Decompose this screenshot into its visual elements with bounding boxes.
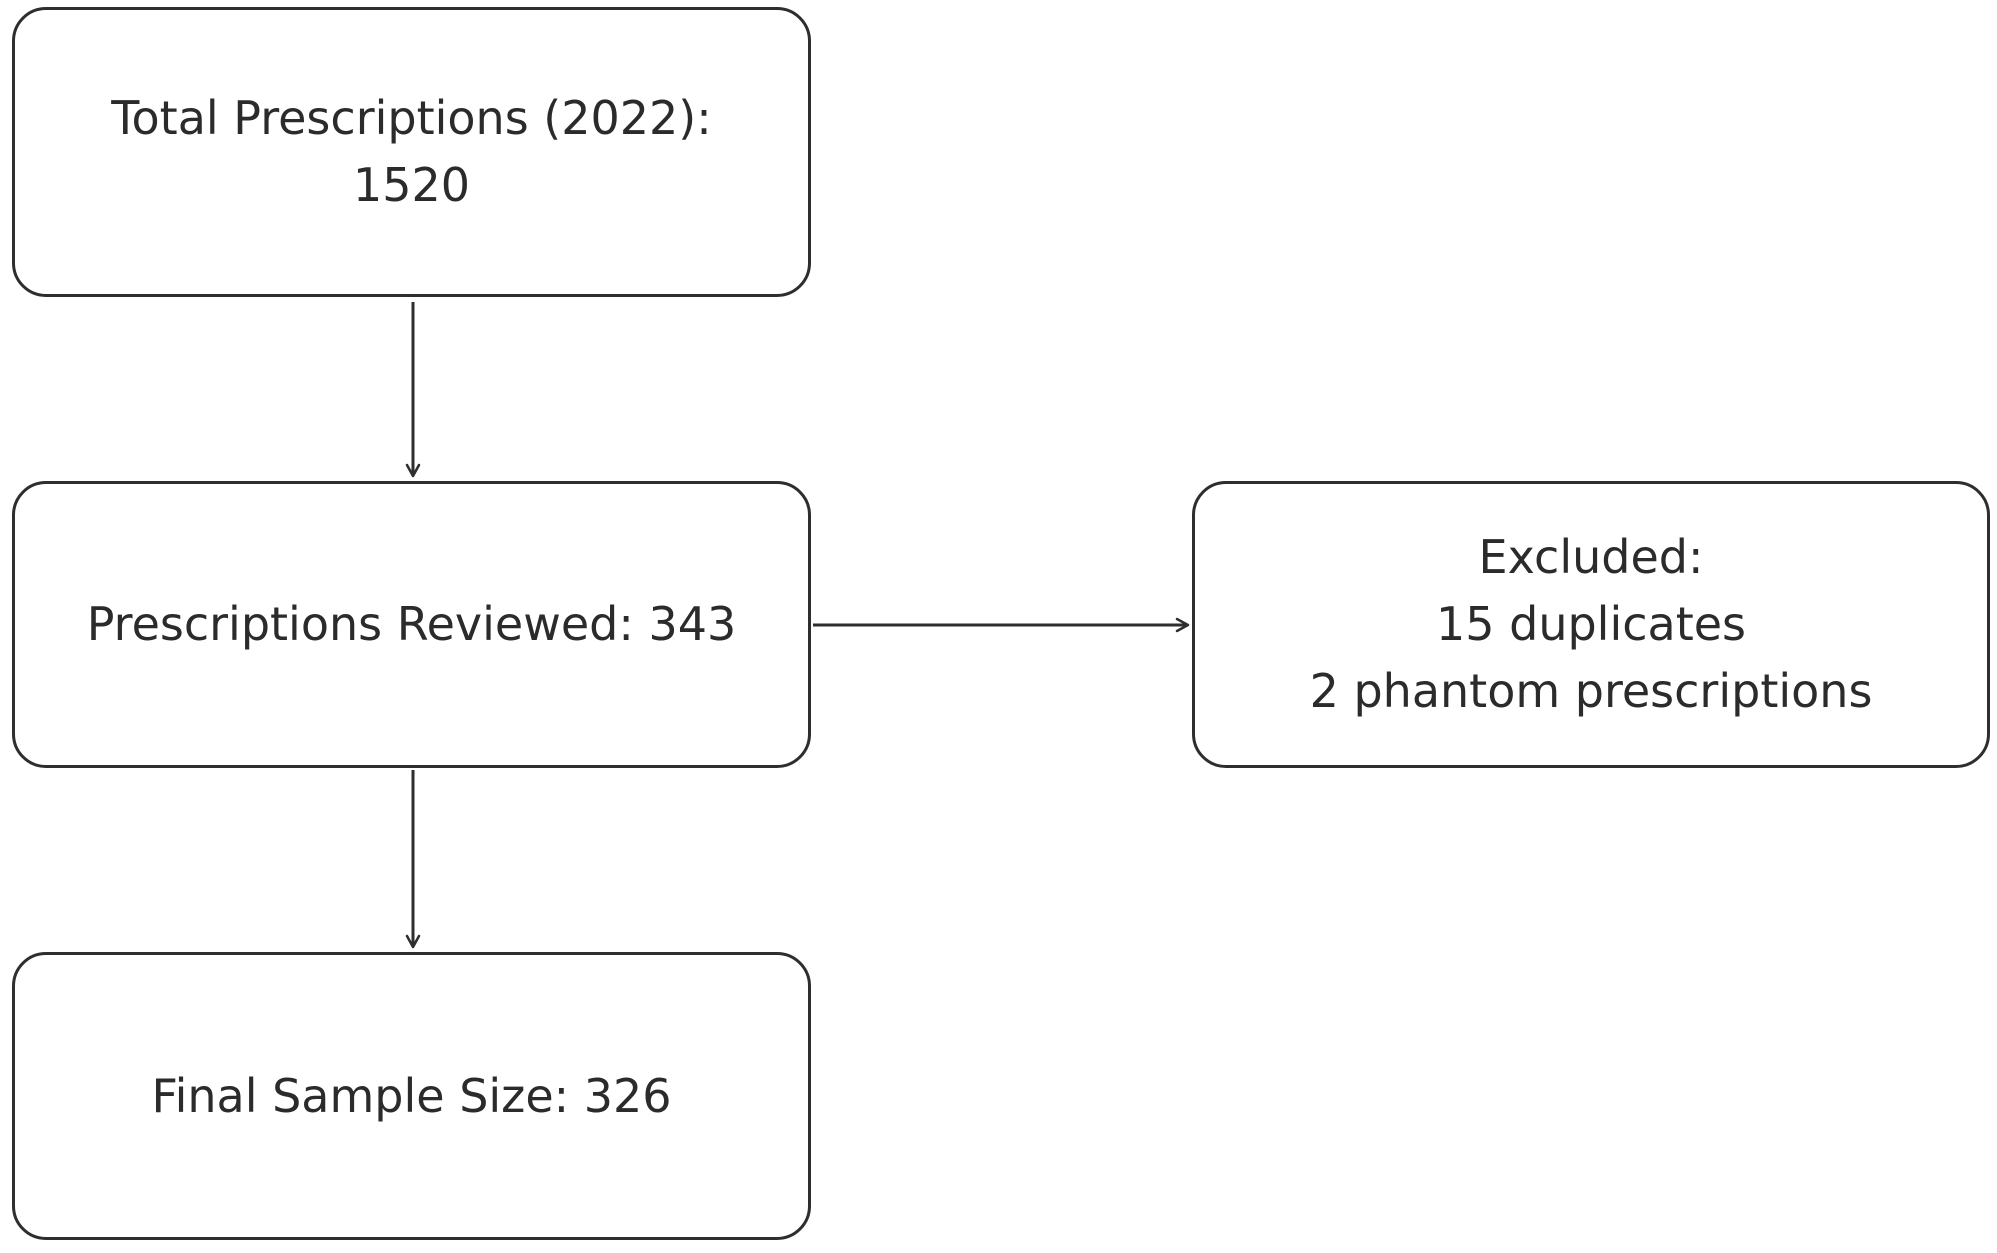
- node-excluded: Excluded: 15 duplicates 2 phantom prescr…: [1192, 481, 1990, 768]
- node-excluded-duplicates: 15 duplicates: [1435, 597, 1747, 651]
- node-reviewed-label: Prescriptions Reviewed: 343: [86, 597, 737, 651]
- node-excluded-title: Excluded:: [1478, 530, 1704, 584]
- node-final-sample-size: Final Sample Size: 326: [12, 952, 811, 1240]
- node-prescriptions-reviewed: Prescriptions Reviewed: 343: [12, 481, 811, 768]
- node-final-label: Final Sample Size: 326: [151, 1068, 672, 1123]
- node-total-title: Total Prescriptions (2022):: [111, 91, 712, 145]
- node-total-prescriptions: Total Prescriptions (2022): 1520: [12, 7, 811, 297]
- node-excluded-phantom: 2 phantom prescriptions: [1309, 664, 1873, 718]
- node-total-count: 1520: [352, 158, 471, 212]
